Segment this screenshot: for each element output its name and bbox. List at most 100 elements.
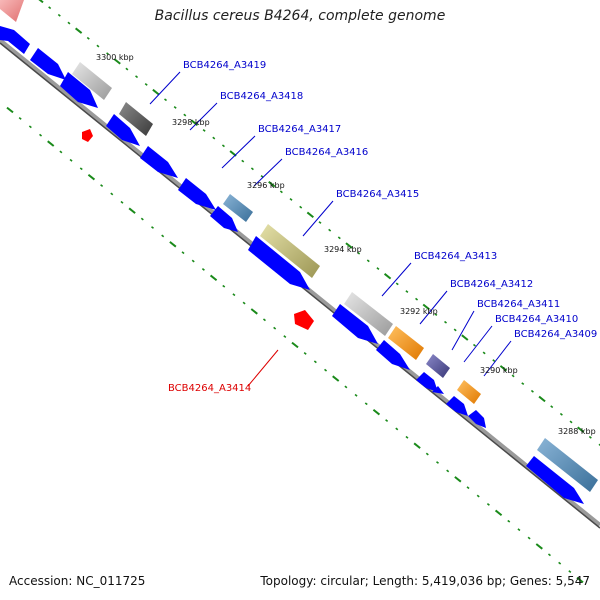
gc-tick [313,360,317,364]
gc-tick [527,536,531,540]
feature-bar[interactable] [426,354,450,378]
feature-bar[interactable] [537,438,598,492]
kbp-label: 3294 kbp [324,245,362,254]
gc-tick [517,528,521,532]
gc-tick [486,503,490,506]
highlight-gene-marker-A3414[interactable] [294,310,314,330]
gc-tick [472,343,476,347]
gene-labels: BCB4264_A3419BCB4264_A3418BCB4264_A3417B… [168,60,597,394]
cds-arrow[interactable] [178,178,216,210]
gc-tick [444,320,448,324]
gene-label[interactable]: BCB4264_A3411 [477,299,560,310]
gc-tick [413,442,421,449]
cds-arrow[interactable] [140,146,178,178]
gc-tick [415,297,419,301]
accession-label: Accession: NC_011725 [9,574,146,588]
gene-label[interactable]: BCB4264_A3410 [495,314,578,325]
gc-tick [492,359,496,363]
gc-tick [376,267,380,270]
gc-tick [372,408,381,416]
cds-arrow[interactable] [210,206,238,232]
gc-tick [169,241,177,248]
gc-tick [140,217,144,221]
feature-bar[interactable] [260,224,320,278]
kbp-label: 3298 kbp [172,118,210,127]
feature-bar[interactable] [388,326,424,360]
cds-arrow[interactable] [526,456,584,504]
gc-tick [507,519,511,523]
cds-arrow[interactable] [376,340,410,370]
leader-line [302,200,334,237]
gc-tick [511,374,515,378]
gc-tick [28,125,32,129]
gc-tick [202,129,206,132]
gc-tick [222,284,226,288]
gc-tick [86,36,90,40]
cds-arrow[interactable] [0,26,30,54]
cds-arrow[interactable] [416,372,438,392]
leader-line [381,262,412,297]
cds-arrow[interactable] [332,304,378,344]
gc-tick [385,419,389,422]
gc-tick [241,159,245,163]
gc-tick [354,393,358,397]
kbp-label: 3300 kbp [96,53,134,62]
gc-tick [332,375,340,382]
gc-tick [345,242,353,249]
feature-bar[interactable] [72,62,112,100]
feature-bar[interactable] [344,292,393,336]
cds-arrow[interactable] [468,410,486,428]
gc-tick [299,205,303,209]
cds-arrow[interactable] [106,114,140,146]
leader-line [253,158,283,187]
gc-tick [569,420,573,424]
gc-tick [59,150,63,154]
gc-tick [366,259,370,263]
gene-label[interactable]: BCB4264_A3417 [258,124,341,135]
gc-tick [74,27,83,34]
cds-arrow[interactable] [248,236,310,290]
gc-tick [201,268,205,271]
leader-line [419,290,448,325]
cds-track [0,26,584,504]
gene-label[interactable]: BCB4264_A3413 [414,251,497,262]
cds-arrow[interactable] [432,386,444,394]
feature-track [0,0,598,492]
feature-bar[interactable] [457,380,481,404]
feature-bar[interactable] [119,102,153,136]
gene-label[interactable]: BCB4264_A3416 [285,147,368,158]
gc-tick [328,228,332,232]
gc-tick [538,395,546,403]
highlight-gene-marker[interactable] [82,129,93,142]
feature-bar[interactable] [0,0,24,22]
topology-label: Topology: circular; Length: 5,419,036 bp… [260,574,590,588]
kbp-label: 3288 kbp [558,427,596,436]
gc-tick [291,341,299,349]
gene-label[interactable]: BCB4264_A3412 [450,279,533,290]
gc-tick [357,251,361,255]
gc-tick [547,553,551,557]
gc-tick [598,443,600,447]
gc-tick [273,326,277,330]
gene-label[interactable]: BCB4264_A3415 [336,189,419,200]
gene-label[interactable]: BCB4264_A3419 [183,60,266,71]
gc-tick [151,226,154,229]
feature-bar[interactable] [223,194,253,222]
gc-tick [100,184,104,187]
gc-tick [183,113,187,117]
cds-arrow[interactable] [446,396,468,416]
cds-arrow[interactable] [30,48,66,80]
kbp-label: 3292 kbp [400,307,438,316]
gene-label[interactable]: BCB4264_A3418 [220,91,303,102]
gc-tick [96,44,100,48]
cds-arrow[interactable] [60,72,98,108]
gc-tick [588,435,592,439]
gene-label[interactable]: BCB4264_A3409 [514,329,597,340]
gene-label[interactable]: BCB4264_A3414 [168,383,251,394]
genome-title: Bacillus cereus B4264, complete genome [154,8,446,24]
label-leaders [149,71,512,387]
gc-tick [279,190,283,194]
gc-tick [128,207,136,214]
gc-tick [476,494,480,498]
